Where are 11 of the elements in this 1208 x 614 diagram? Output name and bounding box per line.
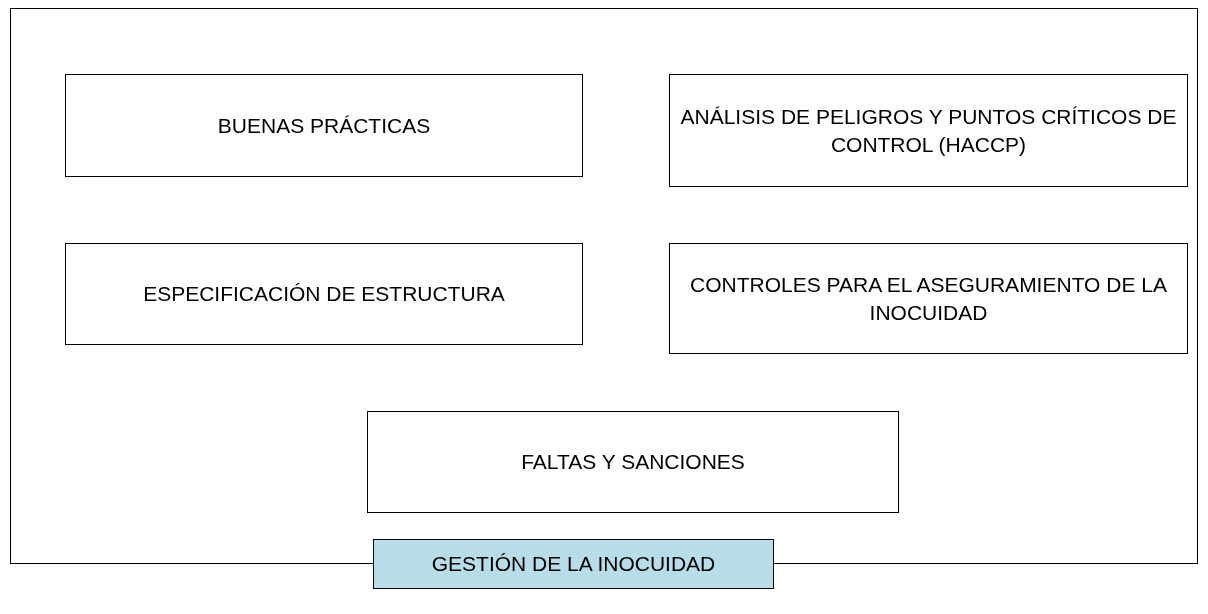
topic-box — [669, 74, 1188, 187]
topic-box — [65, 74, 583, 177]
title-band: GESTIÓN DE LA INOCUIDAD — [373, 539, 774, 589]
box-text: ESPECIFICACIÓN DE ESTRUCTURA — [142, 281, 506, 308]
box-text: ANÁLISIS DE PELIGROS Y PUNTOS CRÍTICOS DE CONTROL (HACCP) — [679, 104, 1178, 158]
box-text: FALTAS Y SANCIONES — [520, 449, 746, 476]
box-text: CONTROLES PARA EL ASEGURAMIENTO DE LA INOCUIDAD — [689, 272, 1168, 326]
topic-box — [65, 243, 583, 345]
topic-box — [669, 243, 1188, 354]
topic-box — [367, 411, 899, 513]
box-text: BUENAS PRÁCTICAS — [216, 112, 432, 139]
